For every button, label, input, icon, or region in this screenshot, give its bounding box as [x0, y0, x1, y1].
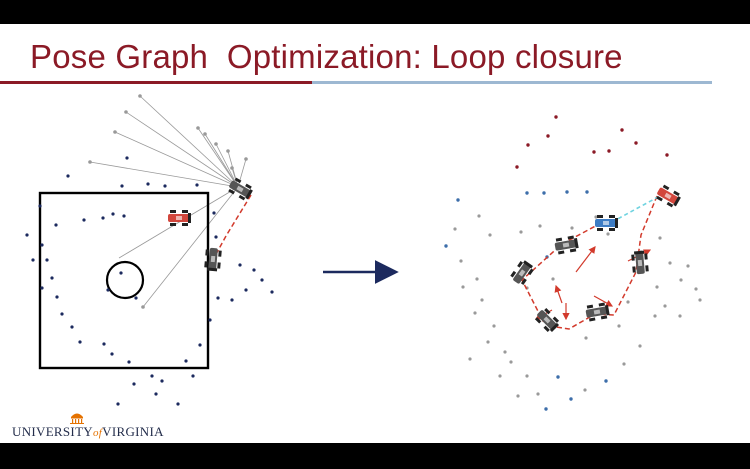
- right-landmarks-blue: [444, 190, 608, 411]
- race-car-icon: [654, 183, 683, 209]
- race-car-icon: [509, 258, 536, 287]
- university-wordmark: UNIVERSITYofVIRGINIA: [12, 424, 164, 439]
- ray-endpoints: [88, 94, 248, 309]
- round-obstacle: [105, 260, 145, 300]
- slide: Pose Graph Optimization: Loop closure: [0, 24, 750, 443]
- race-car-icon: [584, 302, 611, 322]
- left-landmarks: [25, 156, 274, 406]
- race-car-icon: [533, 306, 562, 335]
- square-obstacle: [38, 191, 210, 370]
- right-landmarks-red: [515, 115, 669, 169]
- right-map-diagram: [444, 115, 702, 411]
- race-car-icon: [595, 215, 618, 231]
- slide-title: Pose Graph Optimization: Loop closure: [30, 38, 623, 75]
- university-logo: UNIVERSITYofVIRGINIA: [12, 410, 163, 440]
- left-map-diagram: [25, 94, 274, 406]
- figure-area: [25, 94, 702, 411]
- laser-rays: [89, 95, 247, 308]
- title-rule-right: [312, 81, 712, 84]
- title-rule-left: [0, 81, 312, 84]
- race-car-icon: [630, 250, 649, 275]
- left-loop-edge: [214, 194, 252, 257]
- rotunda-icon: [70, 413, 84, 424]
- race-car-icon: [553, 235, 580, 255]
- race-car-icon: [203, 247, 222, 272]
- loop-closure-edge: [611, 196, 659, 223]
- right-landmarks-gray: [453, 214, 702, 398]
- race-car-icon: [168, 210, 191, 226]
